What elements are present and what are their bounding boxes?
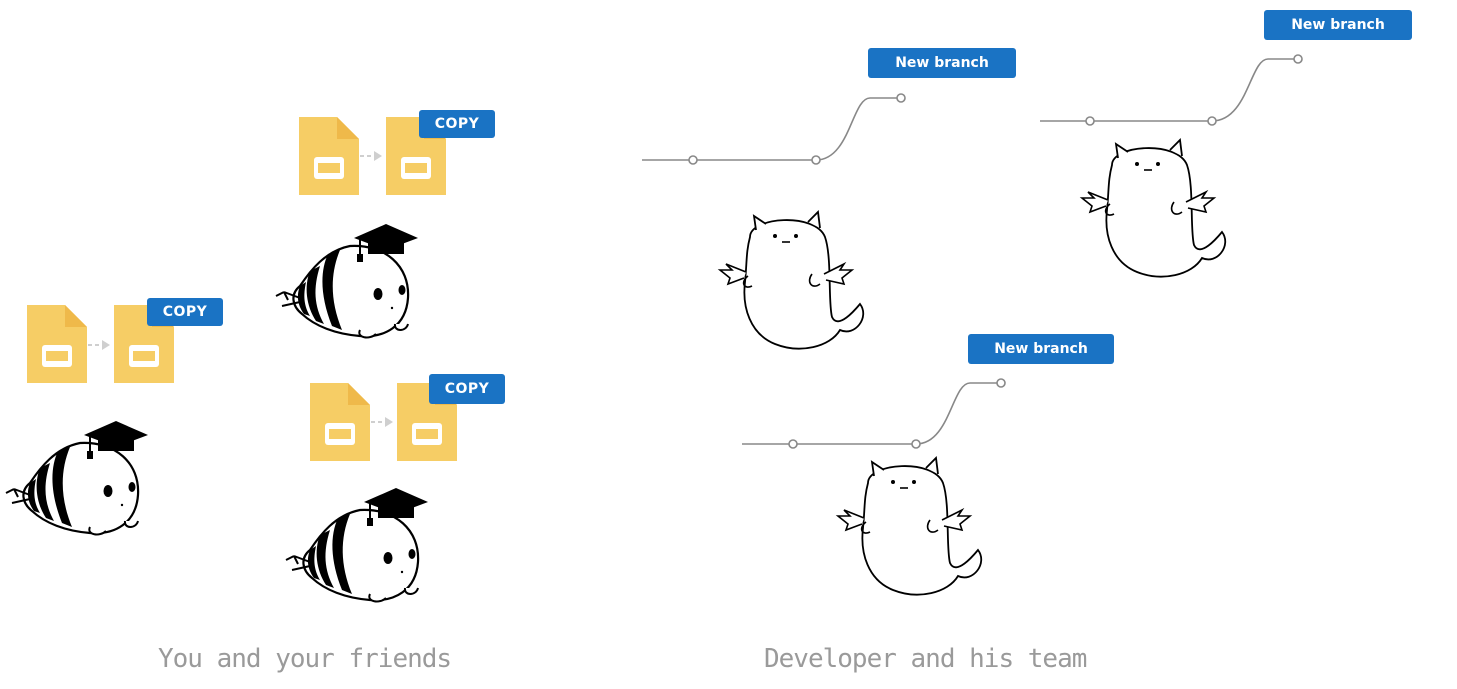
- new-branch-tag: New branch: [868, 48, 1016, 78]
- ghost-devil-icon: [719, 211, 865, 350]
- git-branch-icon: [1040, 58, 1298, 122]
- arrow-right-icon: [87, 339, 111, 351]
- arrow-right-icon: [370, 416, 394, 428]
- branch-group-1: [642, 93, 906, 165]
- copy-group-1: [274, 117, 446, 339]
- document-icon: [310, 383, 370, 461]
- copy-group-2: [4, 305, 174, 536]
- copy-tag: COPY: [147, 298, 223, 326]
- branch-group-2: [1040, 54, 1303, 126]
- new-branch-tag: New branch: [968, 334, 1114, 364]
- ghost-devil-icon: [837, 457, 983, 596]
- copy-tag: COPY: [419, 110, 495, 138]
- branch-group-3: [742, 378, 1006, 449]
- document-icon: [27, 305, 87, 383]
- bee-graduate-icon: [274, 222, 420, 339]
- caption-left: You and your friends: [158, 644, 452, 674]
- ghost-devil-icon: [1081, 139, 1227, 278]
- copy-tag: COPY: [429, 374, 505, 404]
- caption-right: Developer and his team: [764, 644, 1087, 674]
- git-branch-icon: [642, 97, 901, 161]
- copy-group-3: [284, 383, 457, 603]
- document-icon: [299, 117, 359, 195]
- new-branch-tag: New branch: [1264, 10, 1412, 40]
- bee-graduate-icon: [284, 486, 430, 603]
- bee-graduate-icon: [4, 419, 150, 536]
- git-branch-icon: [742, 382, 1001, 445]
- arrow-right-icon: [359, 150, 383, 162]
